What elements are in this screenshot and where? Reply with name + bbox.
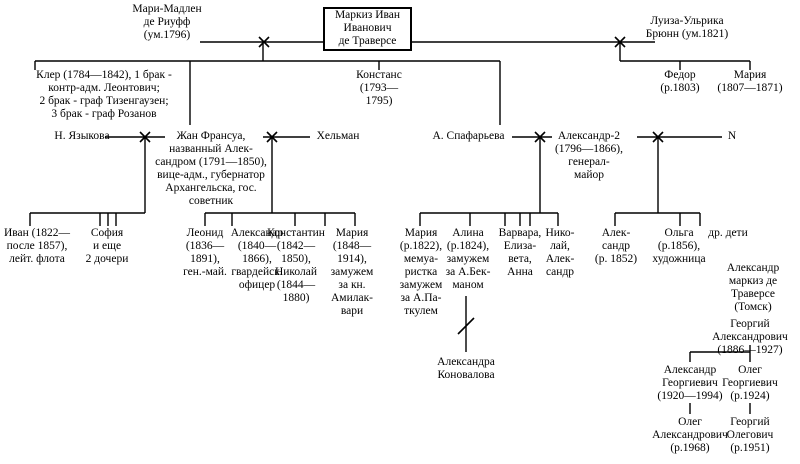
marriage-marks xyxy=(139,36,664,143)
person-nikolai: Нико- лай, Алек- сандр xyxy=(545,227,575,278)
person-jean-francois: Жан Франсуа, названный Алек- сандром (17… xyxy=(155,130,267,207)
person-claire: Клер (1784—1842), 1 брак - контр-адм. Ле… xyxy=(36,69,172,120)
person-alexander-tomsk: Александр маркиз де Траверсе (Томск) xyxy=(726,262,780,313)
person-leonid: Леонид (1836— 1891), ген.-май. xyxy=(183,227,227,278)
person-alexander-2: Александр-2 (1796—1866), генерал- майор xyxy=(554,130,624,181)
person-georgy-olegovich: Георгий Олегович (р.1951) xyxy=(726,416,774,454)
spouse-left: Мари-Мадлен де Риуфф (ум.1796) xyxy=(132,3,202,41)
person-olga: Ольга (р.1856), художница xyxy=(652,227,706,265)
person-konstantin: Константин (1842— 1850), Николай (1844— … xyxy=(267,227,325,304)
root-person: Маркиз Иван Иванович де Траверсе xyxy=(334,9,401,47)
person-oleg-alexandrovich: Олег Александрович (р.1968) xyxy=(652,416,728,454)
person-spafarieva: А. Спафарьева xyxy=(432,130,505,142)
person-maria-m: Мария (р.1822), мемуа- ристка замужем за… xyxy=(399,227,443,317)
person-georgy: Георгий Александрович (1886—1927) xyxy=(712,318,788,356)
person-sofia: София и еще 2 дочери xyxy=(85,227,129,265)
person-n: N xyxy=(727,130,737,142)
person-alexander-georgievich: Александр Георгиевич (1920—1994) xyxy=(657,364,723,402)
person-maria-a: Мария (1848— 1914), замужем за кн. Амила… xyxy=(330,227,374,317)
person-helman: Хельман xyxy=(316,130,360,142)
person-alexander-n: Алек- сандр (р. 1852) xyxy=(594,227,638,265)
root-person-box xyxy=(323,7,412,51)
person-fedor: Федор (р.1803) xyxy=(660,69,700,94)
person-alexander-g: Александр (1840— 1866), гвардейск. офице… xyxy=(230,227,284,291)
person-oleg-georgievich: Олег Георгиевич (р.1924) xyxy=(722,364,778,402)
person-varvara: Варвара, Елиза- вета, Анна xyxy=(498,227,542,278)
person-ivan: Иван (1822— после 1857), лейт. флота xyxy=(3,227,71,265)
spouse-right: Луиза-Ульрика Брюнн (ум.1821) xyxy=(645,15,729,40)
person-alina: Алина (р.1824), замужем за А.Бек- маном xyxy=(445,227,491,291)
person-constance: Констанс (1793—1795) xyxy=(356,69,402,107)
person-konovalova: Александра Коновалова xyxy=(437,356,495,381)
person-other-children: др. дети xyxy=(708,227,748,239)
person-maria-f: Мария (1807—1871) xyxy=(717,69,783,94)
person-yazykova: Н. Языкова xyxy=(54,130,110,142)
